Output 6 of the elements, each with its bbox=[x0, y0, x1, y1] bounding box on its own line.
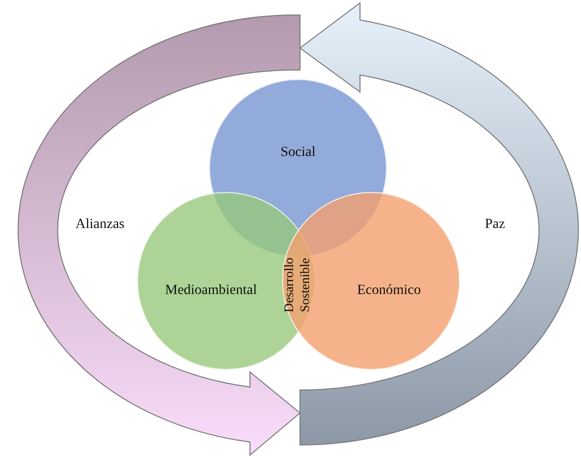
cycle-label: Alianzas bbox=[76, 217, 124, 233]
circle-label: Medioambiental bbox=[165, 283, 257, 299]
circle-label: Social bbox=[280, 145, 316, 161]
cycle-label: Paz bbox=[484, 217, 506, 233]
circle-label: Económico bbox=[357, 283, 421, 299]
center-label: Desarrollo Sostenible bbox=[281, 256, 313, 314]
